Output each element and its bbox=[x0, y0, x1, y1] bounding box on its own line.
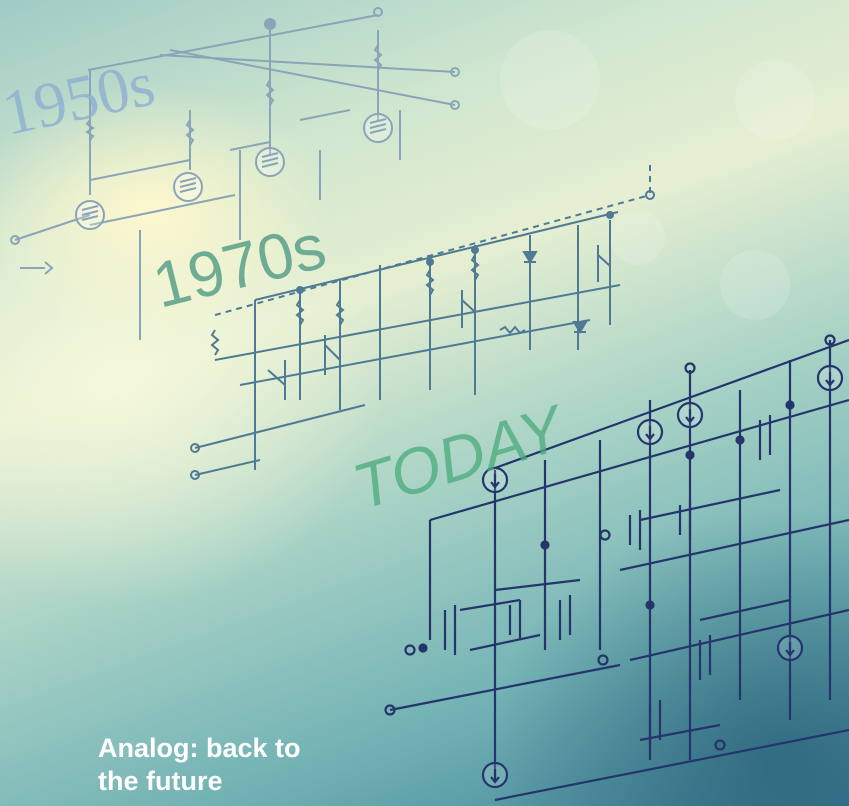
decade-label-today: TODAY bbox=[345, 391, 575, 524]
bokeh-circle bbox=[720, 250, 790, 320]
circuit-today bbox=[384, 334, 849, 802]
circuit-1950s bbox=[10, 7, 460, 340]
bokeh-circle bbox=[610, 210, 665, 265]
decade-label-1950s: 1950s bbox=[0, 47, 160, 148]
bokeh-circle bbox=[735, 60, 815, 140]
circuit-1970s bbox=[190, 165, 655, 480]
bokeh-circle bbox=[500, 30, 600, 130]
headline: Analog: back to the future bbox=[98, 733, 301, 796]
